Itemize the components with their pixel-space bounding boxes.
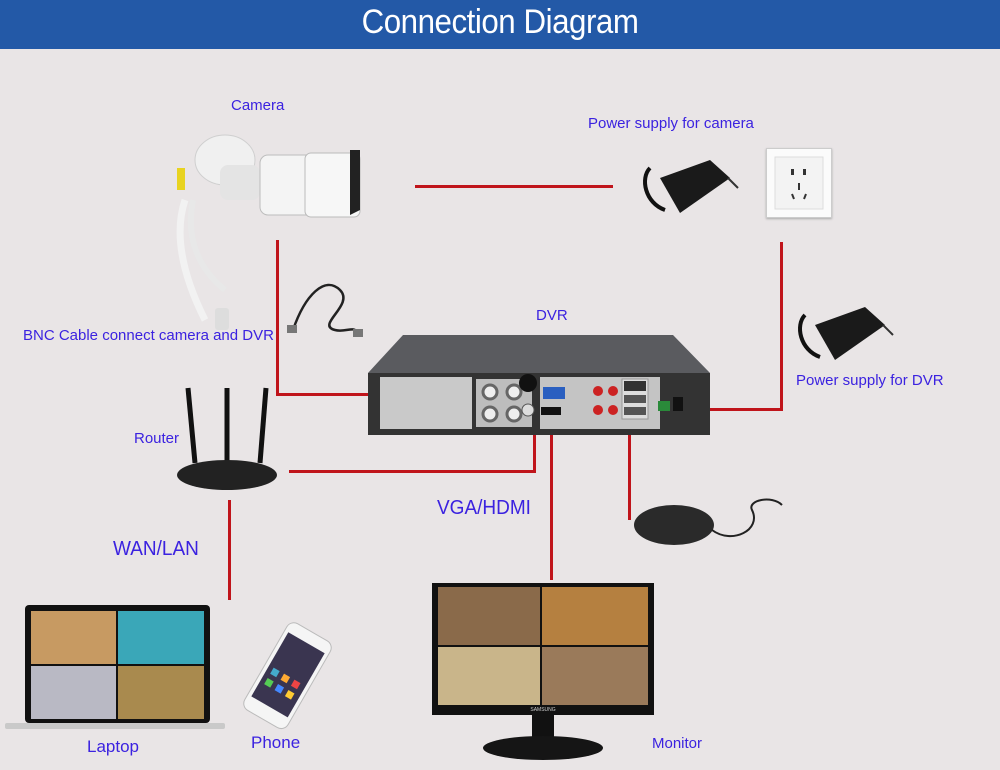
- phone-icon: [243, 622, 332, 730]
- label-dvr: DVR: [536, 307, 568, 324]
- wire-router-dvr: [289, 470, 536, 473]
- router-icon: [177, 387, 277, 490]
- bnc-cable-icon: [287, 283, 363, 337]
- monitor-brand: SAMSUNG: [530, 707, 556, 713]
- wire-router-down: [228, 500, 231, 600]
- wire-usb-mouse: [628, 430, 631, 520]
- power-adapter-camera: [640, 148, 740, 223]
- bnc-cable-image: [285, 275, 365, 345]
- socket-icon: [774, 156, 824, 210]
- power-adapter-icon: [643, 160, 739, 213]
- router-device: [165, 383, 295, 503]
- mouse-device: [632, 490, 792, 555]
- phone-device: [225, 622, 345, 740]
- camera-image: [165, 120, 365, 335]
- power-adapter-dvr: [795, 295, 895, 370]
- label-monitor: Monitor: [652, 735, 703, 752]
- page-title: Connection Diagram: [361, 3, 639, 41]
- wire-power-dvr: [675, 408, 783, 411]
- wire-hdmi-monitor: [550, 430, 553, 580]
- monitor-device: SAMSUNG: [432, 583, 654, 763]
- label-vga-hdmi: VGA/HDMI: [437, 497, 531, 519]
- label-bnc: BNC Cable connect camera and DVR: [23, 327, 274, 344]
- label-router: Router: [134, 430, 180, 447]
- power-adapter-icon: [798, 307, 894, 360]
- camera-icon: [176, 134, 361, 330]
- header-banner: Connection Diagram: [0, 0, 1000, 49]
- monitor-icon: [432, 583, 654, 760]
- wire-camera-down: [276, 240, 279, 395]
- label-power-camera: Power supply for camera: [588, 115, 754, 132]
- wire-outlet-down: [780, 242, 783, 410]
- laptop-device: [5, 603, 225, 738]
- label-power-dvr: Power supply for DVR: [796, 372, 944, 389]
- wall-outlet: [766, 148, 832, 218]
- dvr-icon: [368, 335, 710, 435]
- label-camera: Camera: [231, 97, 285, 114]
- mouse-icon: [634, 498, 783, 545]
- laptop-icon: [5, 605, 225, 729]
- wire-camera-power: [415, 185, 613, 188]
- label-laptop: Laptop: [87, 737, 139, 756]
- label-wan-lan: WAN/LAN: [113, 538, 199, 560]
- label-phone: Phone: [251, 733, 301, 752]
- dvr-device: [368, 335, 710, 440]
